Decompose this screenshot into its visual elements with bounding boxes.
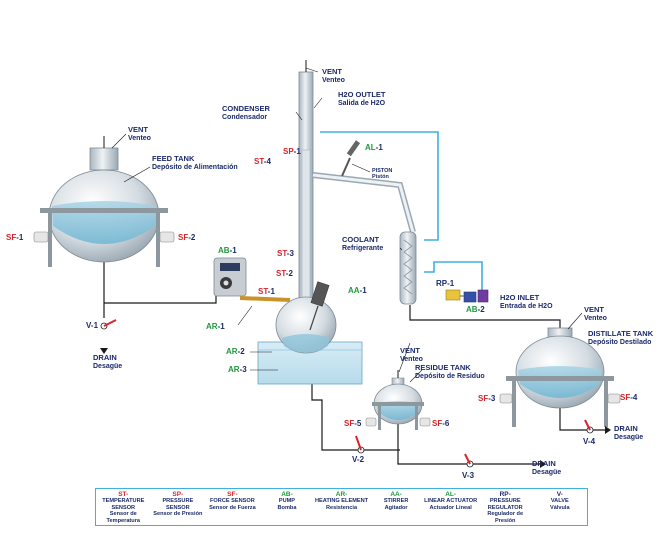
tag-ar2: AR-2: [226, 347, 245, 356]
tag-sf2: SF-2: [178, 233, 196, 242]
distillate-drain-pipe: [559, 405, 605, 431]
valve-v3: [464, 453, 474, 468]
pump-ab1: [213, 257, 291, 302]
tag-ab1: AB-1: [218, 246, 237, 255]
valve-v4: [584, 419, 594, 434]
tag-v1: V-1: [86, 321, 99, 330]
tag-v3: V-3: [462, 471, 475, 480]
tag-st2: ST-2: [276, 269, 293, 278]
condenser-column: [298, 60, 416, 323]
valve-v1: [100, 319, 117, 330]
tag-sf5: SF-5: [344, 419, 362, 428]
tag-sf4: SF-4: [620, 393, 638, 402]
valve-v2: [355, 435, 365, 454]
drain-arrows: [100, 348, 611, 468]
tag-al1: AL-1: [365, 143, 383, 152]
heating-bath: [257, 281, 363, 385]
tag-ab2: AB-2: [466, 305, 485, 314]
tag-v4: V-4: [583, 437, 596, 446]
tag-st1: ST-1: [258, 287, 275, 296]
coolant-inlet-line: [424, 261, 483, 290]
tag-sf1: SF-1: [6, 233, 24, 242]
distillate-tank: [499, 327, 621, 427]
tag-st4: ST-4: [254, 157, 271, 166]
coolant-condenser: [399, 231, 417, 305]
tag-sf3: SF-3: [478, 394, 496, 403]
tag-sf6: SF-6: [432, 419, 450, 428]
distillate-line: [409, 305, 561, 330]
tag-ar1: AR-1: [206, 322, 225, 331]
coolant-return-line: [320, 131, 439, 241]
leader-lines: [111, 67, 583, 383]
tag-aa1: AA-1: [348, 286, 367, 295]
piping: [103, 256, 605, 465]
coolant-lines: [320, 131, 483, 290]
residue-drain-pipe: [397, 420, 540, 465]
tag-st3: ST-3: [277, 249, 294, 258]
flask-to-residue-pipe: [311, 383, 400, 451]
feed-tank: [33, 136, 175, 267]
pressure-regulator-assembly: [445, 289, 489, 303]
tag-ar3: AR-3: [228, 365, 247, 374]
tag-v2: V-2: [352, 455, 365, 464]
feed-to-pump-pipe: [104, 296, 217, 304]
residue-tank: [365, 370, 431, 430]
valves: [100, 319, 594, 468]
tag-rp1: RP-1: [436, 279, 455, 288]
tag-sp1: SP-1: [283, 147, 301, 156]
